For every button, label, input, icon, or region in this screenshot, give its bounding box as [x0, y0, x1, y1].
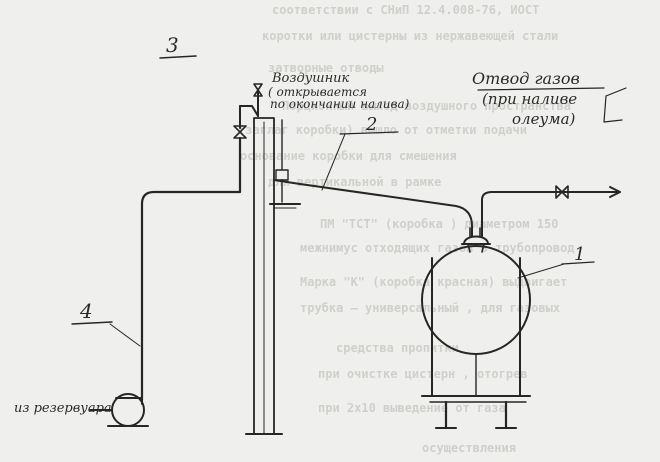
label-3: 3: [166, 33, 179, 57]
bg-line: осуществления: [422, 441, 516, 455]
label-4-underline: [71, 321, 113, 325]
bg-line: для вертикальной в рамке: [268, 175, 441, 189]
label-4-leader: [109, 323, 141, 347]
bg-line: основание коробки для смешения: [240, 149, 457, 163]
pump: [89, 393, 149, 427]
tank-wheels: [435, 400, 517, 430]
vent-valve-top: [253, 83, 263, 117]
vent-title: Воздушник: [271, 71, 350, 86]
bg-line: при очистке цистерн , отогрев: [318, 367, 528, 381]
bg-line: межнимус отходящих газов в трубопровод: [300, 241, 575, 255]
label-2: 2: [365, 114, 377, 135]
loading-nozzle: [269, 119, 301, 209]
gas-pipe-to-tank: [273, 179, 473, 237]
reservoir-label: из резервуара: [14, 401, 112, 416]
bg-line: трубка — универсальный , для газовых: [300, 301, 560, 315]
bg-line: соответствии с СНиП 12.4.008-76, ИОСТ: [272, 3, 539, 17]
bg-line: коротки или цистерны из нержавеющей стал…: [262, 29, 558, 43]
gas-outlet-line1: Отвод газов: [472, 69, 580, 88]
gas-outlet-underline: [477, 87, 605, 91]
gas-outlet-brace: [603, 87, 627, 123]
bg-line: ПМ "ТСТ" (коробка ) диаметром 150: [320, 217, 558, 231]
bg-line: при 2х10 выведение от газа: [318, 401, 506, 415]
vent-note-line1: ( открывается: [268, 85, 367, 99]
valve-icon: [233, 125, 247, 139]
supply-pipe: [140, 136, 242, 402]
gas-outlet-pipe: [481, 191, 621, 237]
tank-dome: [461, 227, 491, 253]
top-pipe: [239, 105, 259, 117]
label-2-leader: [321, 133, 346, 191]
gas-outlet-valve-icon: [555, 185, 569, 199]
label-1-leader: [517, 263, 565, 279]
label-2-underline: [339, 131, 399, 135]
bg-line: Марка "К" (коробка красная) выдвигает: [300, 275, 567, 289]
label-1-underline: [561, 261, 595, 265]
gas-outlet-line2: (при наливе: [482, 90, 577, 108]
bg-line: (заглаг коробки) вышло от отметки подачи: [238, 123, 527, 137]
bg-line: Порционный выход воздушного пространства: [282, 99, 571, 113]
gas-outlet-line3: олеума): [512, 110, 576, 128]
bg-line: средства пропитки: [336, 341, 459, 355]
arrow-right-icon: [609, 186, 621, 198]
label-3-underline: [159, 55, 197, 59]
tank-body: [421, 245, 531, 355]
bg-line: затворные отводы: [268, 61, 384, 75]
vent-note-line2: по окончании налива): [270, 97, 410, 111]
label-1: 1: [574, 244, 585, 265]
label-4: 4: [79, 299, 93, 323]
